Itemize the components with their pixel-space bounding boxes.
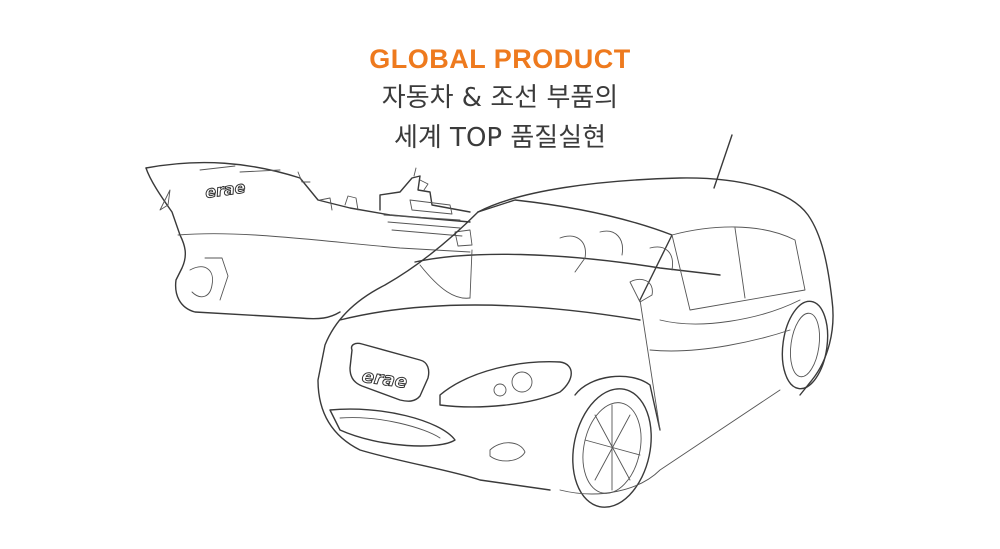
- headline-line-2: 세계 TOP 품질실현: [393, 123, 607, 153]
- ship-illustration: erae: [145, 161, 473, 320]
- ship-logo: erae: [204, 178, 247, 202]
- car-logo: erae: [361, 366, 409, 393]
- headline-line-1: 자동차 & 조선 부품의: [381, 83, 619, 113]
- car-illustration: erae: [317, 134, 834, 508]
- headline-block: GLOBAL PRODUCT 자동차 & 조선 부품의 세계 TOP 품질실현: [0, 40, 1000, 158]
- eyebrow-title: GLOBAL PRODUCT: [369, 44, 631, 74]
